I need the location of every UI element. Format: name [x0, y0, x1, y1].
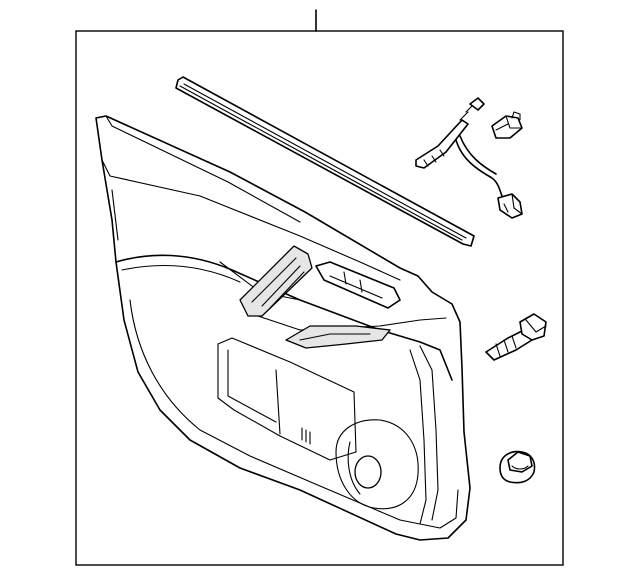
diagram-frame [75, 30, 564, 566]
belt-weatherstrip [175, 76, 475, 247]
trim-clip [499, 450, 536, 484]
trim-screw [485, 313, 547, 361]
courtesy-lamp-wiring [415, 97, 523, 219]
door-trim-panel [95, 115, 471, 541]
lamp-bulb-socket [491, 111, 523, 139]
